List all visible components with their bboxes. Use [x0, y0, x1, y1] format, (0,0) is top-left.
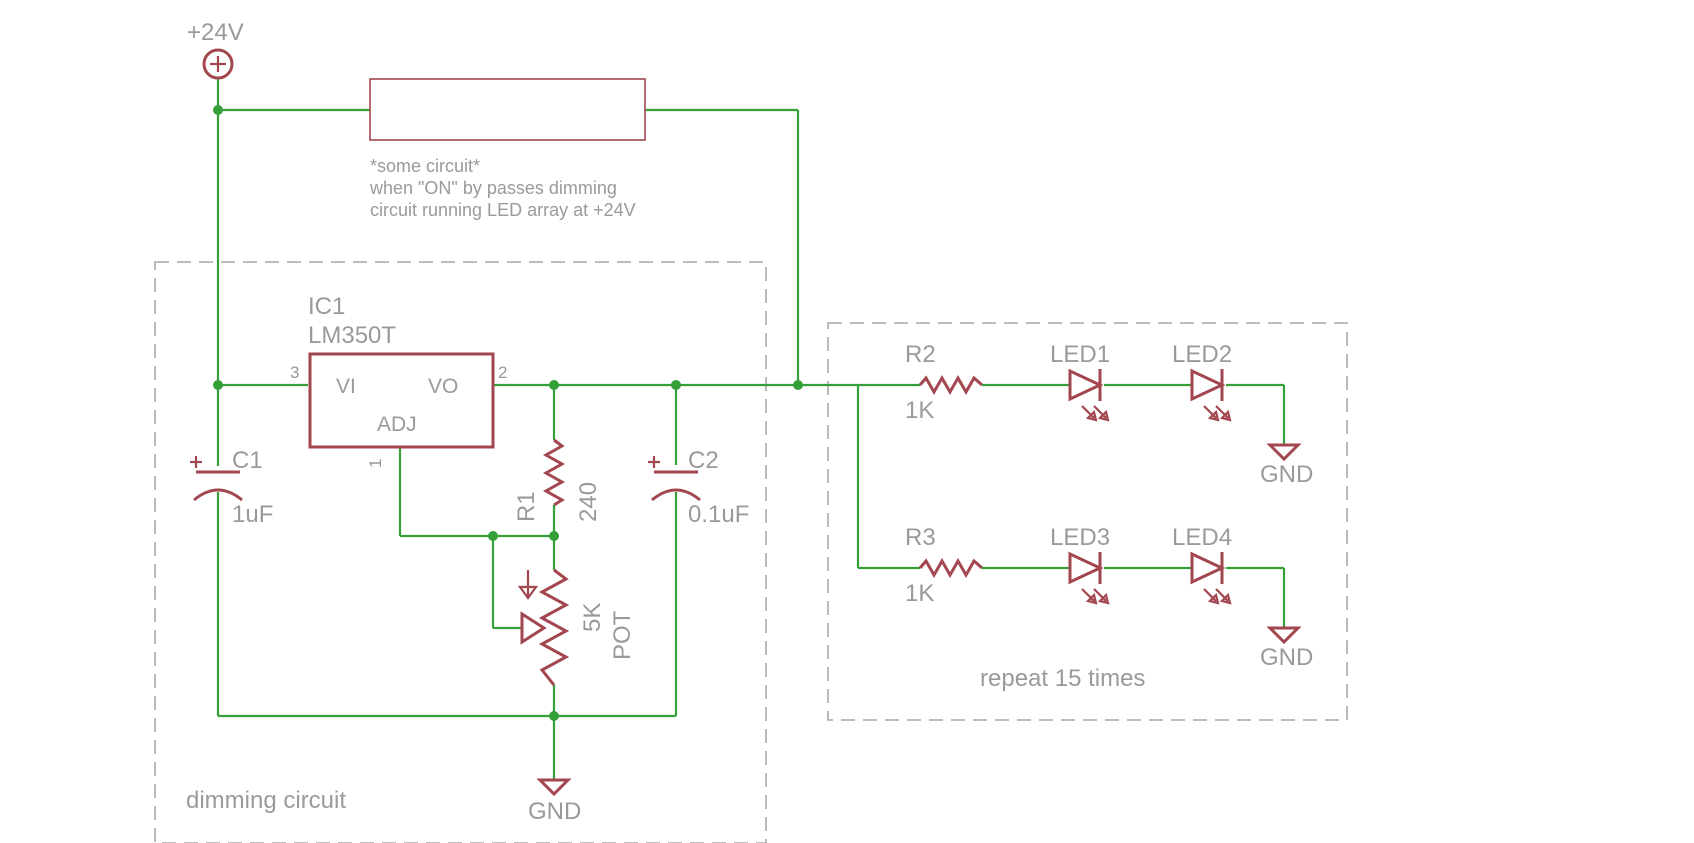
ground-icon: [536, 778, 572, 797]
supply-24v: +24V: [187, 19, 244, 80]
led1-name: LED1: [1050, 341, 1110, 368]
resistor-r2: [918, 374, 983, 396]
led-1: [1068, 368, 1110, 422]
wiper-arrow-icon: [520, 611, 547, 645]
led2-name: LED2: [1172, 341, 1232, 368]
light-rays-icon: [1081, 405, 1110, 422]
regulator-ic1: IC1 LM350T VI VO ADJ 3 2 1: [290, 293, 507, 468]
ic-pin-adj: ADJ: [377, 413, 417, 436]
dimming-frame-label: dimming circuit: [186, 787, 346, 814]
c1-value: 1uF: [232, 501, 273, 528]
ic-pin-vo: VO: [428, 375, 458, 398]
ic-body: [308, 352, 495, 449]
pot-value: 5K: [579, 603, 606, 632]
ic-name: IC1: [308, 293, 345, 320]
led-3: [1068, 551, 1110, 605]
r3-value: 1K: [905, 580, 934, 607]
pot-type: POT: [609, 610, 636, 660]
resistor-r1: R1 240: [513, 438, 602, 522]
bypass-box: [369, 78, 646, 141]
row2-gnd-label: GND: [1260, 644, 1313, 671]
ground-dimming: GND: [528, 778, 581, 825]
c2-value: 0.1uF: [688, 501, 749, 528]
led-4: [1190, 551, 1232, 605]
led-array-frame-label: repeat 15 times: [980, 665, 1145, 692]
ic-pin-2: 2: [498, 363, 507, 382]
potentiometer: 5K POT: [517, 568, 636, 686]
c2-name: C2: [688, 447, 719, 474]
ic-pin-3: 3: [290, 363, 299, 382]
bypass-note-2: when "ON" by passes dimming: [369, 178, 617, 198]
row1-gnd-label: GND: [1260, 461, 1313, 488]
r1-name: R1: [513, 491, 540, 522]
led3-name: LED3: [1050, 524, 1110, 551]
supply-label: +24V: [187, 19, 244, 46]
light-rays-icon: [1081, 588, 1110, 605]
led-row-1: R2 1K LED1 LED2 GND: [905, 341, 1313, 488]
r3-name: R3: [905, 524, 936, 551]
led4-name: LED4: [1172, 524, 1232, 551]
dimming-circuit-frame: [154, 261, 767, 843]
ic-pin-vi: VI: [336, 375, 356, 398]
led-array-frame: [827, 322, 1348, 721]
ground-icon: [1266, 443, 1302, 462]
ground-icon: [1266, 626, 1302, 645]
gnd-label: GND: [528, 798, 581, 825]
bypass-note-1: *some circuit*: [370, 156, 480, 176]
bypass-circuit: *some circuit* when "ON" by passes dimmi…: [369, 78, 646, 220]
adjust-arrow-icon: [517, 570, 539, 600]
bypass-note-3: circuit running LED array at +24V: [370, 200, 636, 220]
capacitor-c1: C1 1uF: [190, 447, 273, 528]
r1-value: 240: [575, 482, 602, 522]
led-2: [1190, 368, 1232, 422]
r2-name: R2: [905, 341, 936, 368]
ic-value: LM350T: [308, 322, 396, 349]
ic-pin-1: 1: [366, 459, 385, 468]
resistor-r3: [918, 557, 983, 579]
c1-name: C1: [232, 447, 263, 474]
plus-circle-icon: [202, 48, 234, 80]
light-rays-icon: [1203, 588, 1232, 605]
r2-value: 1K: [905, 397, 934, 424]
capacitor-c2: C2 0.1uF: [648, 447, 749, 528]
led-row-2: R3 1K LED3 LED4 GND: [905, 524, 1313, 671]
light-rays-icon: [1203, 405, 1232, 422]
wires: [216, 78, 1286, 780]
junctions: [213, 105, 803, 721]
